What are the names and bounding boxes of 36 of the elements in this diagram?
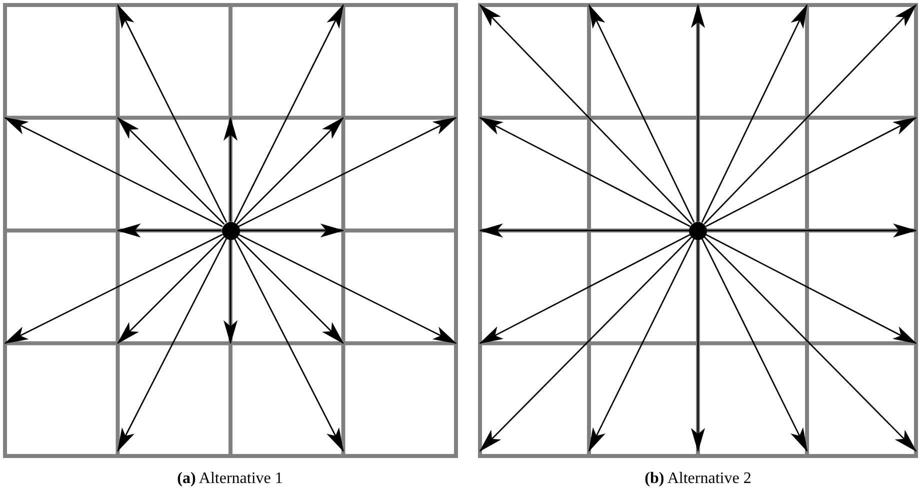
- arrow: [588, 4, 695, 223]
- arrow: [479, 4, 692, 225]
- arrow: [116, 224, 222, 238]
- arrow: [479, 224, 689, 238]
- arrow: [236, 236, 344, 344]
- arrow: [117, 236, 225, 344]
- arrow: [238, 117, 457, 228]
- arrow: [691, 4, 705, 222]
- arrow: [588, 238, 695, 452]
- center-dot: [689, 222, 707, 240]
- arrow: [117, 117, 225, 225]
- arrow: [706, 117, 917, 227]
- arrow: [4, 234, 223, 344]
- arrow: [706, 234, 917, 344]
- center-dot: [222, 222, 240, 240]
- arrow: [236, 117, 344, 225]
- arrow: [701, 238, 808, 452]
- arrow: [704, 4, 917, 225]
- arrow: [117, 238, 228, 452]
- subfigure-caption: (a) Alternative 1: [177, 470, 283, 488]
- arrow: [240, 224, 344, 238]
- arrow: [4, 117, 223, 228]
- arrow: [691, 240, 705, 452]
- arrow: [479, 117, 690, 227]
- arrow: [234, 238, 344, 452]
- subfigure-caption: (b) Alternative 2: [644, 470, 752, 488]
- arrow: [479, 234, 690, 344]
- arrow: [704, 236, 917, 452]
- arrow: [224, 116, 238, 222]
- arrow: [701, 4, 808, 223]
- arrow: [479, 236, 692, 452]
- arrow: [117, 4, 228, 223]
- arrow: [224, 240, 238, 344]
- arrow: [238, 234, 457, 344]
- arrow: [234, 4, 344, 223]
- arrow: [707, 224, 917, 238]
